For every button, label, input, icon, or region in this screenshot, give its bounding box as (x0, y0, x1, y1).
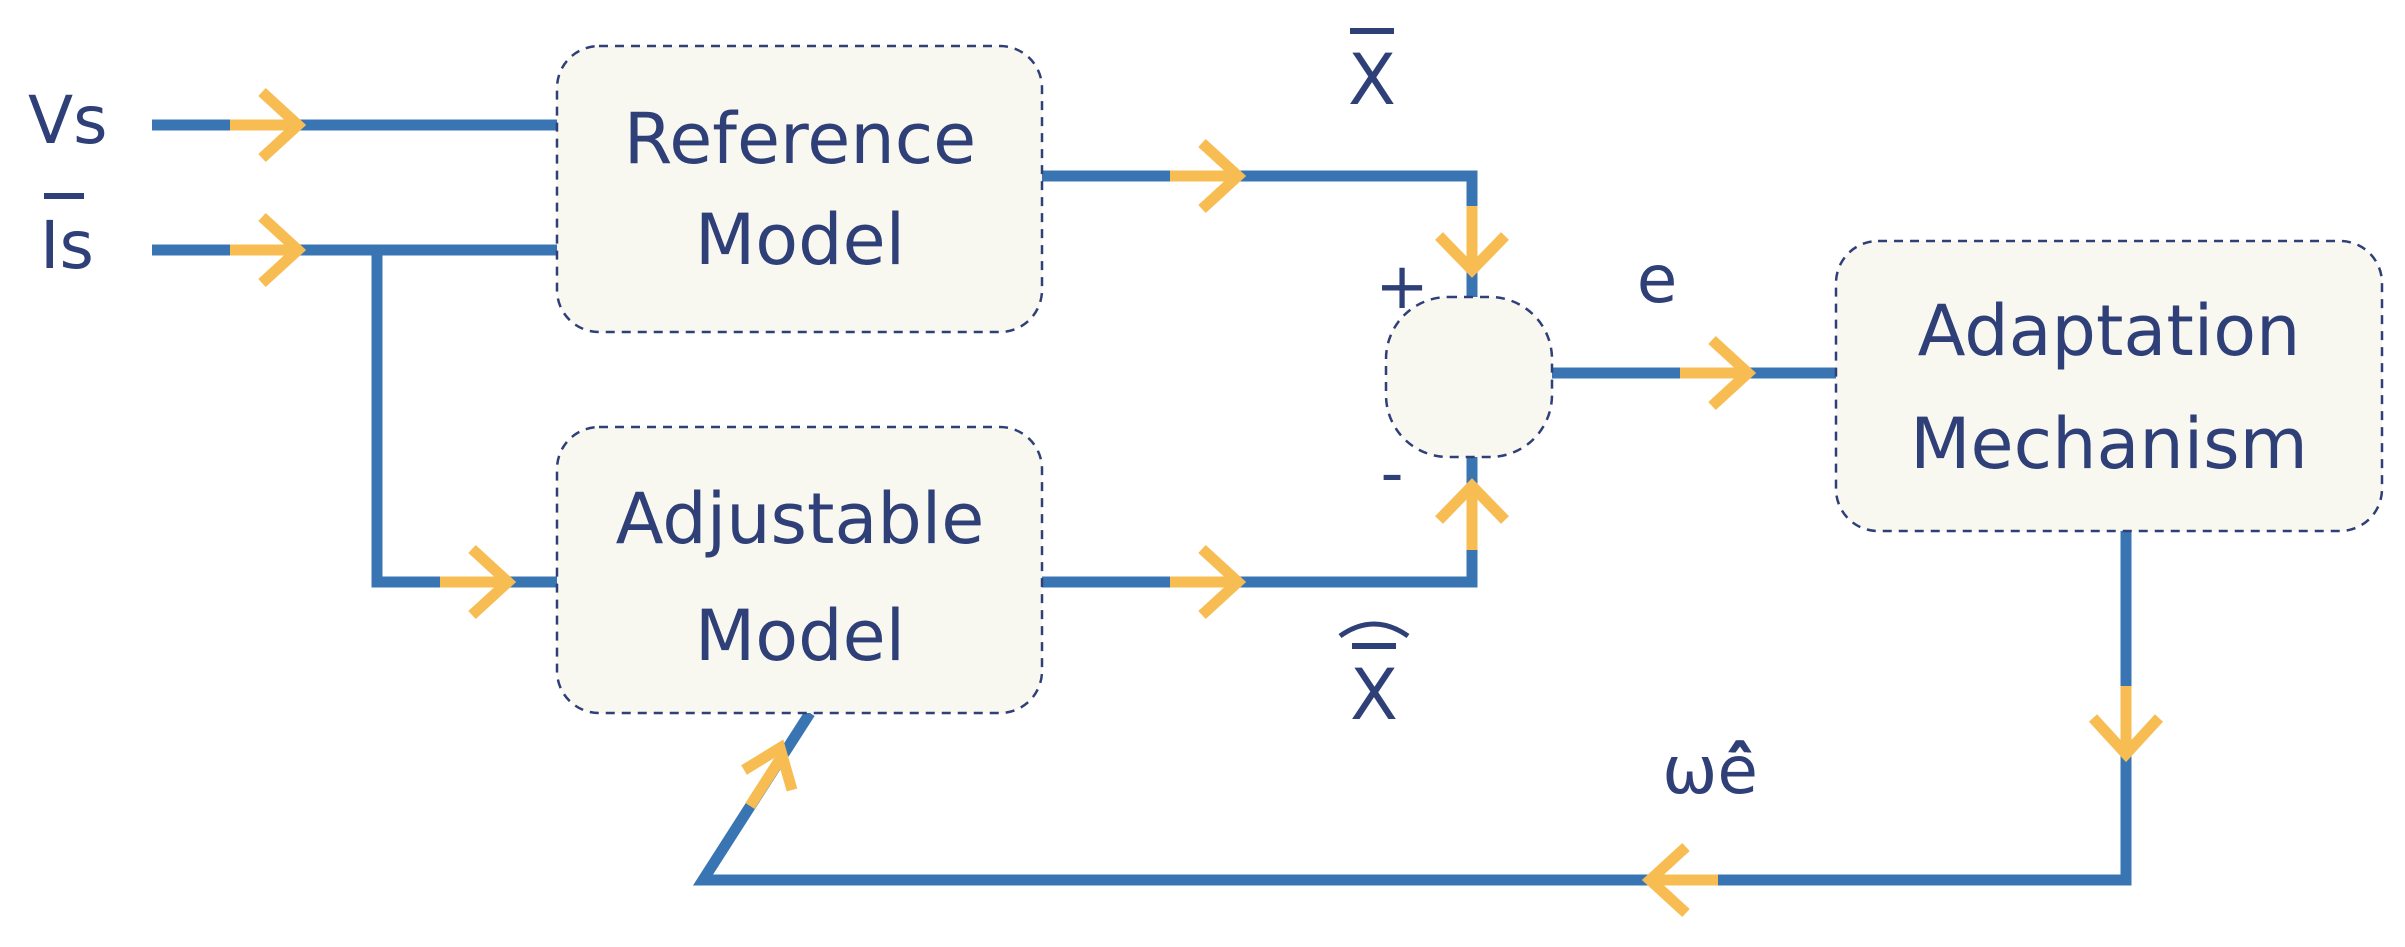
input-label-vs: Vs (28, 82, 108, 159)
signal-wires (152, 119, 2132, 886)
wire-is-to-adjustable (371, 250, 557, 588)
adaptation-mechanism-block (1834, 239, 2384, 533)
adaptation-mechanism-label-line1: Adaptation (1918, 290, 2301, 372)
input-label-is: Is (40, 207, 94, 284)
adaptation-mechanism-label-line2: Mechanism (1910, 403, 2308, 485)
adjustable-model-block (555, 425, 1044, 715)
signal-label-omega-estimate: ωê̂ (1662, 732, 1758, 809)
arrow-segment-feedback-diagonal (745, 750, 789, 809)
signal-label-x-hat-bar: X (1350, 654, 1398, 736)
wire-adjustable-to-sum (1042, 457, 1478, 588)
x-hat-caret (1338, 621, 1410, 639)
adjustable-model-label-line2: Model (695, 595, 905, 677)
flow-arrows (230, 87, 2164, 918)
reference-model-label-line1: Reference (624, 98, 977, 180)
minus-sign: - (1380, 437, 1403, 511)
summing-junction (1384, 295, 1554, 459)
arrow-feedback-up-right (741, 739, 798, 792)
adjustable-model-label-line1: Adjustable (616, 478, 985, 560)
reference-model-block (555, 44, 1044, 334)
signal-label-x-bar: X (1348, 39, 1396, 121)
reference-model-label-line2: Model (695, 199, 905, 281)
signal-label-error: e (1637, 241, 1678, 318)
plus-sign: + (1375, 250, 1429, 324)
